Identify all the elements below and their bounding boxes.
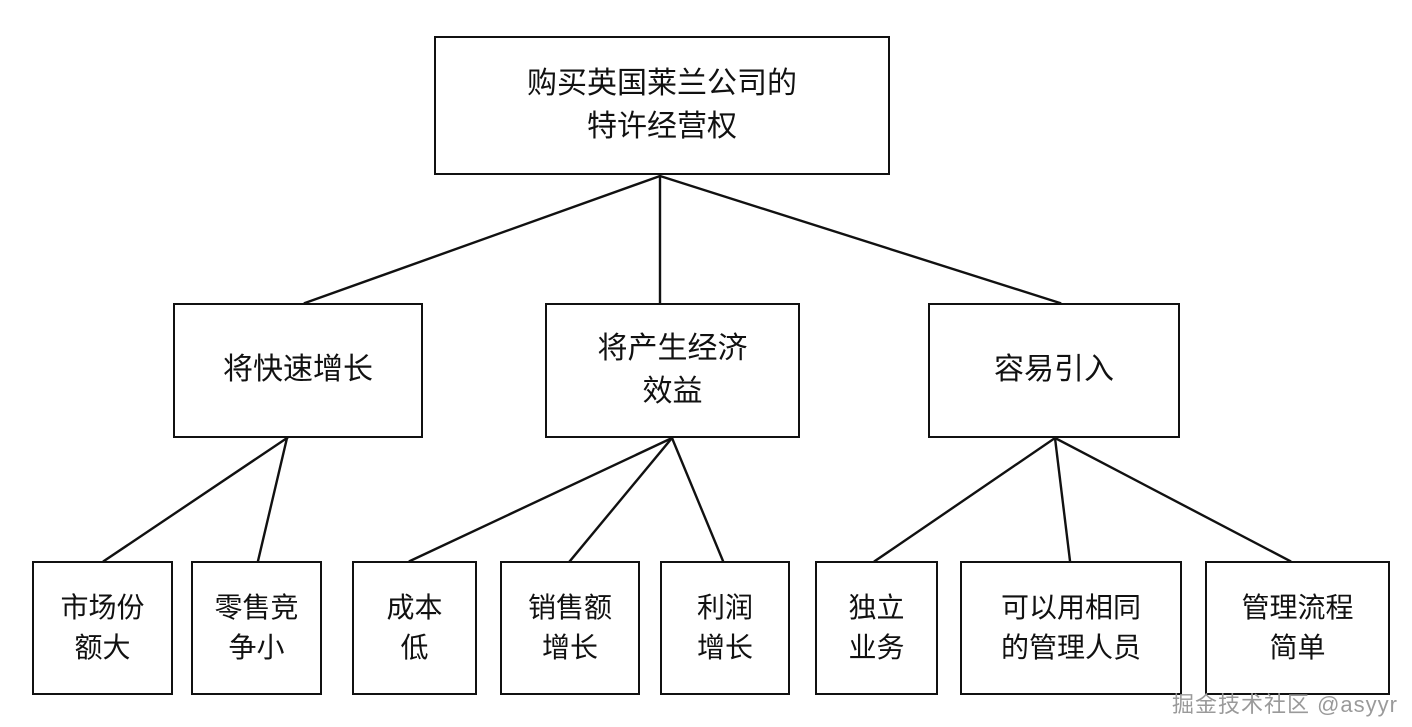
edge-mid-2-to-leaf-3	[408, 436, 674, 563]
edge-mid-3-to-leaf-8	[1053, 436, 1292, 563]
edge-mid-3-to-leaf-6	[873, 436, 1057, 563]
node-leaf-profit-growth-label: 利润 增长	[696, 592, 753, 663]
edge-mid-1-to-leaf-2	[256, 436, 289, 563]
edge-root-to-mid-3	[658, 174, 1062, 305]
node-level2-easy-adoption[interactable]: 容易引入	[928, 303, 1180, 438]
node-leaf-market-share[interactable]: 市场份 额大	[32, 561, 173, 695]
edge-mid-1-to-leaf-1	[102, 436, 289, 563]
node-level2-growth-label: 将快速增长	[223, 353, 373, 387]
node-leaf-profit-growth[interactable]: 利润 增长	[660, 561, 790, 695]
node-leaf-low-cost[interactable]: 成本 低	[352, 561, 477, 695]
edge-mid-2-to-leaf-5	[670, 436, 725, 563]
edge-root-to-mid-1	[303, 174, 662, 305]
node-leaf-retail-competition[interactable]: 零售竞 争小	[191, 561, 322, 695]
node-leaf-independent-business-label: 独立 业务	[848, 592, 905, 663]
node-leaf-simple-process-label: 管理流程 简单	[1241, 592, 1354, 663]
node-leaf-independent-business[interactable]: 独立 业务	[815, 561, 938, 695]
edge-mid-3-to-leaf-7	[1053, 436, 1072, 563]
node-leaf-simple-process[interactable]: 管理流程 简单	[1205, 561, 1390, 695]
node-level2-economic-benefit[interactable]: 将产生经济 效益	[545, 303, 800, 438]
node-leaf-same-management[interactable]: 可以用相同 的管理人员	[960, 561, 1182, 695]
node-leaf-low-cost-label: 成本 低	[386, 592, 443, 663]
node-leaf-retail-competition-label: 零售竞 争小	[214, 592, 299, 663]
node-leaf-sales-growth-label: 销售额 增长	[527, 592, 612, 663]
node-leaf-sales-growth[interactable]: 销售额 增长	[500, 561, 640, 695]
edge-mid-2-to-leaf-4	[568, 436, 674, 563]
watermark: 掘金技术社区 @asyyr	[1171, 692, 1398, 717]
node-level2-easy-adoption-label: 容易引入	[994, 353, 1114, 387]
node-level2-economic-benefit-label: 将产生经济 效益	[597, 331, 748, 408]
node-level2-growth[interactable]: 将快速增长	[173, 303, 423, 438]
node-root-label: 购买英国莱兰公司的 特许经营权	[527, 66, 797, 143]
node-root[interactable]: 购买英国莱兰公司的 特许经营权	[434, 36, 890, 175]
node-leaf-same-management-label: 可以用相同 的管理人员	[1000, 592, 1141, 663]
node-leaf-market-share-label: 市场份 额大	[60, 592, 145, 663]
